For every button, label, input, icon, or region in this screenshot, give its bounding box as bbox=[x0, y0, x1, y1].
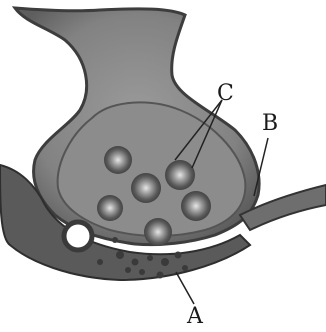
vesicle bbox=[97, 195, 123, 221]
vesicle bbox=[104, 146, 132, 174]
vesicle bbox=[181, 191, 211, 221]
label-b: B bbox=[262, 113, 278, 135]
vesicle bbox=[131, 173, 161, 203]
vesicle bbox=[165, 160, 195, 190]
pointer-a bbox=[176, 272, 194, 304]
label-a: A bbox=[187, 306, 203, 328]
ring-structure bbox=[64, 222, 92, 250]
label-c: C bbox=[217, 83, 234, 105]
vesicle bbox=[144, 218, 172, 246]
